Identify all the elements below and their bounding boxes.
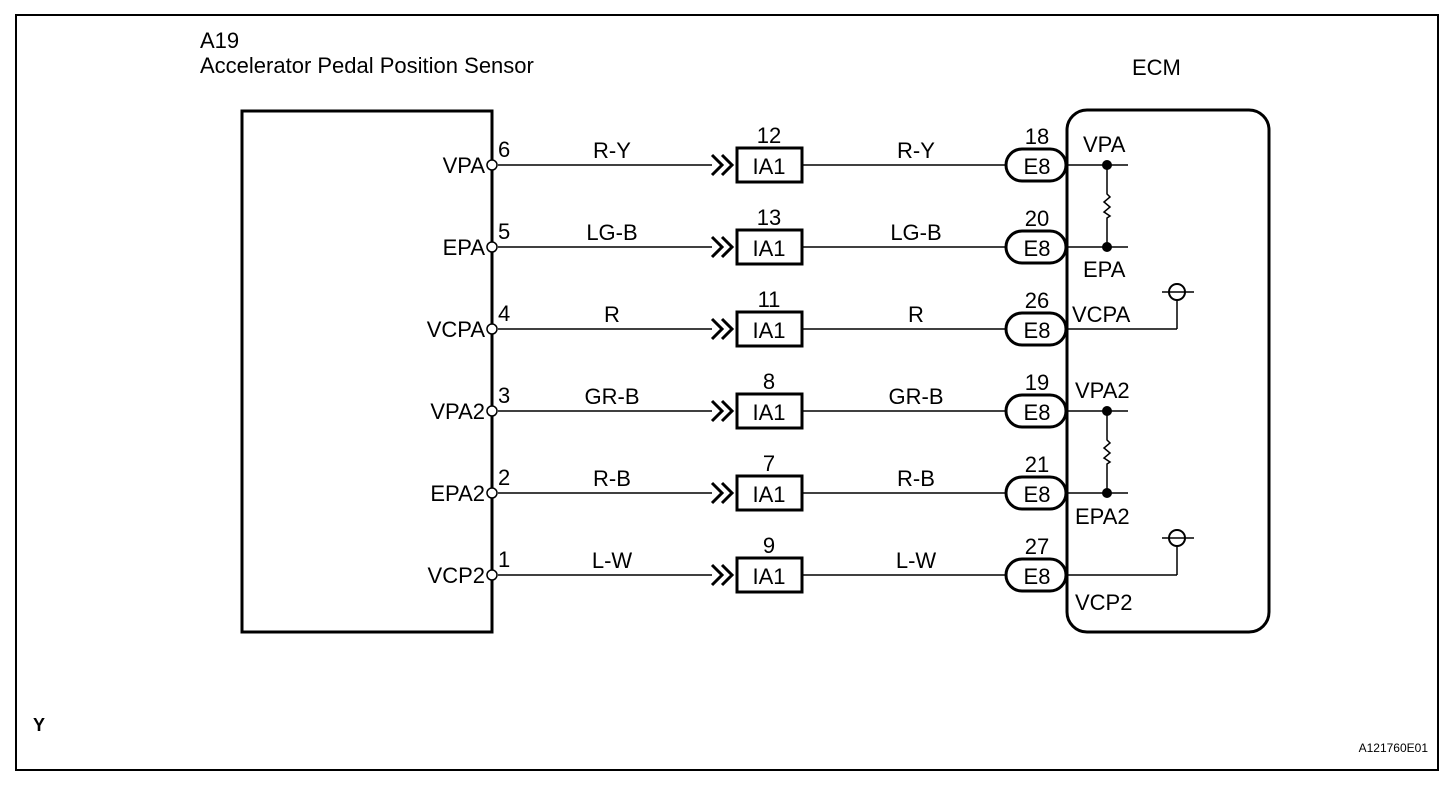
power-supply-icon [1067, 283, 1194, 330]
ecm-terminal-label: VCPA [1072, 302, 1131, 327]
wire-color-left: L-W [592, 548, 633, 573]
junction-pin-number: 12 [757, 123, 781, 148]
sensor-terminal-label: VPA2 [430, 399, 485, 424]
sensor-pin-number: 1 [498, 547, 510, 572]
resistor-icon [1067, 160, 1128, 252]
connector-chevron-icon [710, 153, 735, 177]
ecm-connector-pill [1004, 229, 1068, 265]
sensor-name: Accelerator Pedal Position Sensor [200, 53, 534, 78]
ecm-terminal-label: VCP2 [1075, 590, 1132, 615]
ecm-terminal-label: VPA [1083, 132, 1126, 157]
junction-connector-id: IA1 [752, 400, 785, 425]
connector-chevron-icon [710, 317, 735, 341]
ecm-box [1065, 108, 1271, 634]
junction-connector-box [735, 474, 804, 512]
resistor-icon [1067, 406, 1128, 498]
ecm-connector-pill [1004, 311, 1068, 347]
ecm-pin-number: 27 [1025, 534, 1049, 559]
sensor-pin-number: 4 [498, 301, 510, 326]
junction-connector-box [735, 228, 804, 266]
connection-row: VPA2 3 GR-B GR-B IA1 8E8 19 [430, 369, 1068, 430]
connector-chevron-icon [710, 399, 735, 423]
wire-color-left: R-B [593, 466, 631, 491]
ecm-terminal-label: EPA2 [1075, 504, 1130, 529]
junction-connector-box [735, 146, 804, 184]
terminal-circle-icon [486, 405, 498, 417]
wire-color-right: R [908, 302, 924, 327]
figure-id: A121760E01 [1359, 741, 1429, 755]
sensor-terminal-label: EPA [443, 235, 486, 260]
connection-row: EPA2 2 R-B R-B IA1 7E8 21 [430, 451, 1068, 512]
sensor-terminal-label: VCP2 [428, 563, 485, 588]
junction-pin-number: 9 [763, 533, 775, 558]
ecm-pin-number: 19 [1025, 370, 1049, 395]
frame-code-letter: Y [33, 715, 45, 735]
sensor-pin-number: 3 [498, 383, 510, 408]
ecm-pin-number: 21 [1025, 452, 1049, 477]
wire-color-right: GR-B [889, 384, 944, 409]
junction-pin-number: 8 [763, 369, 775, 394]
ecm-connector-pill [1004, 475, 1068, 511]
junction-connector-box [735, 556, 804, 594]
terminal-circle-icon [486, 159, 498, 171]
ecm-connector-id: E8 [1024, 154, 1051, 179]
sensor-connector-id: A19 [200, 28, 239, 53]
ecm-pin-number: 18 [1025, 124, 1049, 149]
ecm-terminal-label: EPA [1083, 257, 1126, 282]
wire-color-right: L-W [896, 548, 937, 573]
wire-color-left: LG-B [586, 220, 637, 245]
sensor-pin-number: 2 [498, 465, 510, 490]
junction-connector-box [735, 310, 804, 348]
terminal-circle-icon [486, 323, 498, 335]
wire-color-right: LG-B [890, 220, 941, 245]
terminal-circle-icon [486, 241, 498, 253]
connection-row: VCP2 1 L-W L-W IA1 9E8 27 [428, 533, 1068, 594]
sensor-terminal-label: VCPA [427, 317, 486, 342]
ecm-label: ECM [1132, 55, 1181, 80]
ecm-pin-number: 20 [1025, 206, 1049, 231]
connector-chevron-icon [710, 481, 735, 505]
junction-pin-number: 11 [758, 287, 781, 312]
ecm-connector-id: E8 [1024, 564, 1051, 589]
ecm-connector-id: E8 [1024, 400, 1051, 425]
junction-pin-number: 13 [757, 205, 781, 230]
ecm-connector-pill [1004, 147, 1068, 183]
power-supply-icon [1067, 529, 1194, 576]
sensor-terminal-label: VPA [443, 153, 486, 178]
ecm-connector-id: E8 [1024, 318, 1051, 343]
sensor-terminal-label: EPA2 [430, 481, 485, 506]
connector-chevron-icon [710, 235, 735, 259]
wire-color-left: R [604, 302, 620, 327]
junction-pin-number: 7 [763, 451, 775, 476]
wire-color-right: R-Y [897, 138, 935, 163]
junction-connector-id: IA1 [752, 564, 785, 589]
junction-connector-id: IA1 [752, 154, 785, 179]
sensor-pin-number: 5 [498, 219, 510, 244]
wire-color-right: R-B [897, 466, 935, 491]
sensor-pin-number: 6 [498, 137, 510, 162]
outer-frame [15, 14, 1439, 771]
terminal-circle-icon [486, 569, 498, 581]
junction-connector-box [735, 392, 804, 430]
ecm-terminal-label: VPA2 [1075, 378, 1130, 403]
junction-connector-id: IA1 [752, 482, 785, 507]
connector-chevron-icon [710, 563, 735, 587]
ecm-connector-pill [1004, 393, 1068, 429]
wire-color-left: GR-B [585, 384, 640, 409]
ecm-pin-number: 26 [1025, 288, 1049, 313]
ecm-connector-id: E8 [1024, 482, 1051, 507]
sensor-box [240, 109, 494, 634]
ecm-connector-id: E8 [1024, 236, 1051, 261]
terminal-circle-icon [486, 487, 498, 499]
wire-color-left: R-Y [593, 138, 631, 163]
junction-connector-id: IA1 [752, 236, 785, 261]
ecm-connector-pill [1004, 557, 1068, 593]
junction-connector-id: IA1 [752, 318, 785, 343]
